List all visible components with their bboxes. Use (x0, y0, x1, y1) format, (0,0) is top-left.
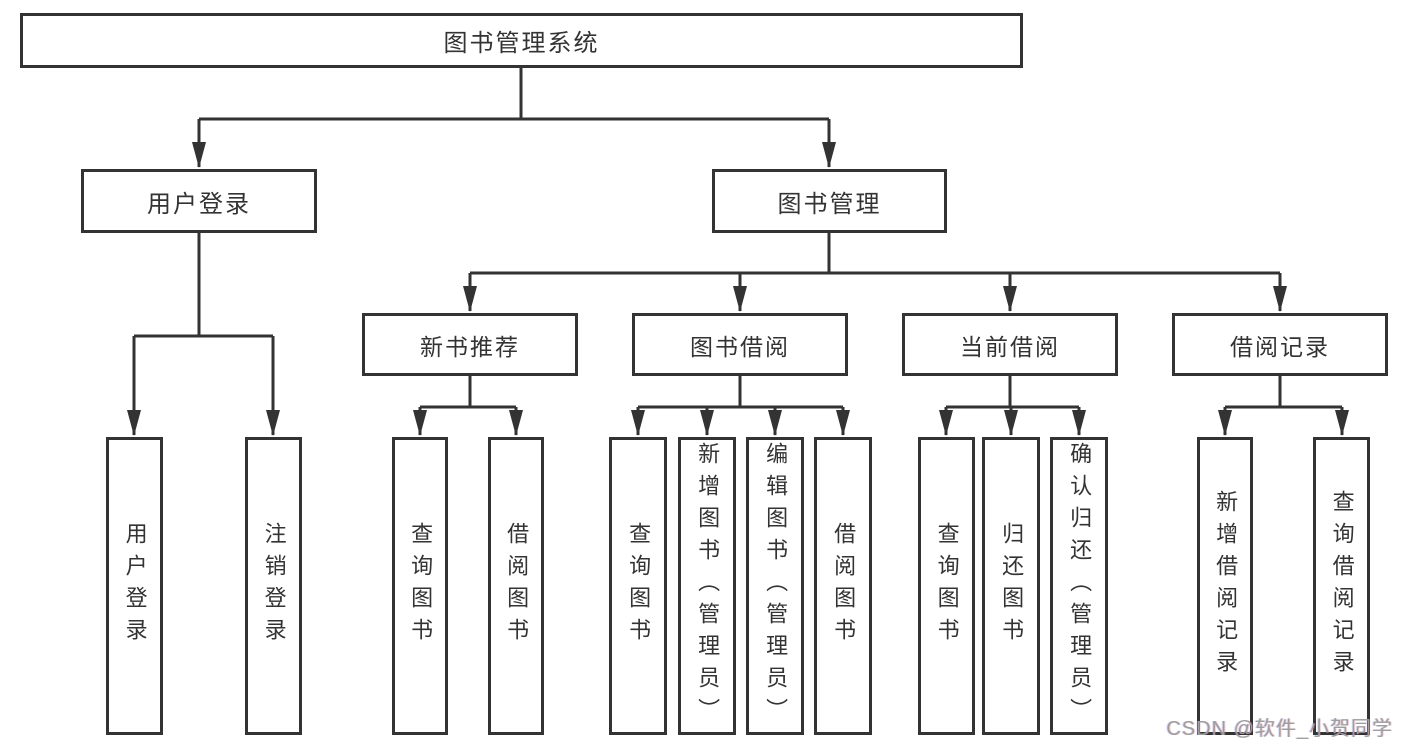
leaf-add-book-admin-label: 新增图书（管理员） (695, 442, 721, 730)
leaf-return-book: 归还图书 (982, 437, 1040, 735)
leaf-query-borrow-record-label: 查询借阅记录 (1329, 490, 1355, 682)
node-new-book-recommendation-label: 新书推荐 (420, 333, 520, 360)
leaf-confirm-return-admin-label: 确认归还（管理员） (1067, 442, 1093, 730)
leaf-user-login-label: 用户登录 (122, 522, 148, 650)
leaf-borrow-books-label: 借阅图书 (831, 522, 857, 650)
node-current-borrowing-label: 当前借阅 (960, 333, 1060, 360)
leaf-user-login: 用户登录 (106, 437, 163, 735)
leaf-query-books-recommend-label: 查询图书 (408, 522, 434, 650)
leaf-confirm-return-admin: 确认归还（管理员） (1050, 437, 1108, 735)
leaf-query-books-current: 查询图书 (918, 437, 975, 735)
node-borrowing-records-label: 借阅记录 (1230, 333, 1330, 360)
leaf-add-borrow-record-label: 新增借阅记录 (1213, 490, 1239, 682)
leaf-add-book-admin: 新增图书（管理员） (678, 437, 736, 735)
leaf-return-book-label: 归还图书 (999, 522, 1025, 650)
leaf-query-borrow-record: 查询借阅记录 (1313, 437, 1370, 735)
leaf-query-books-borrow: 查询图书 (609, 437, 667, 735)
leaf-add-borrow-record: 新增借阅记录 (1197, 437, 1253, 735)
leaf-logout: 注销登录 (245, 437, 302, 735)
leaf-query-books-current-label: 查询图书 (934, 522, 960, 650)
leaf-logout-label: 注销登录 (261, 522, 287, 650)
leaf-query-books-recommend: 查询图书 (392, 437, 448, 735)
leaf-edit-book-admin: 编辑图书（管理员） (746, 437, 804, 735)
leaf-edit-book-admin-label: 编辑图书（管理员） (763, 442, 789, 730)
node-user-login-branch: 用户登录 (81, 169, 317, 233)
leaf-query-books-borrow-label: 查询图书 (626, 522, 652, 650)
node-user-login-branch-label: 用户登录 (147, 190, 251, 218)
leaf-borrow-books: 借阅图书 (814, 437, 872, 735)
node-root: 图书管理系统 (20, 13, 1023, 68)
node-book-borrowing: 图书借阅 (632, 313, 848, 376)
node-book-management-branch: 图书管理 (712, 169, 947, 233)
node-borrowing-records: 借阅记录 (1172, 313, 1388, 376)
csdn-watermark: CSDN @软件_小贺同学 (1166, 718, 1393, 740)
node-book-borrowing-label: 图书借阅 (690, 333, 790, 360)
node-new-book-recommendation: 新书推荐 (362, 313, 578, 376)
leaf-borrow-books-recommend: 借阅图书 (488, 437, 544, 735)
node-current-borrowing: 当前借阅 (902, 313, 1118, 376)
node-book-management-branch-label: 图书管理 (777, 190, 882, 218)
leaf-borrow-books-recommend-label: 借阅图书 (504, 522, 530, 650)
node-root-label: 图书管理系统 (443, 30, 600, 57)
